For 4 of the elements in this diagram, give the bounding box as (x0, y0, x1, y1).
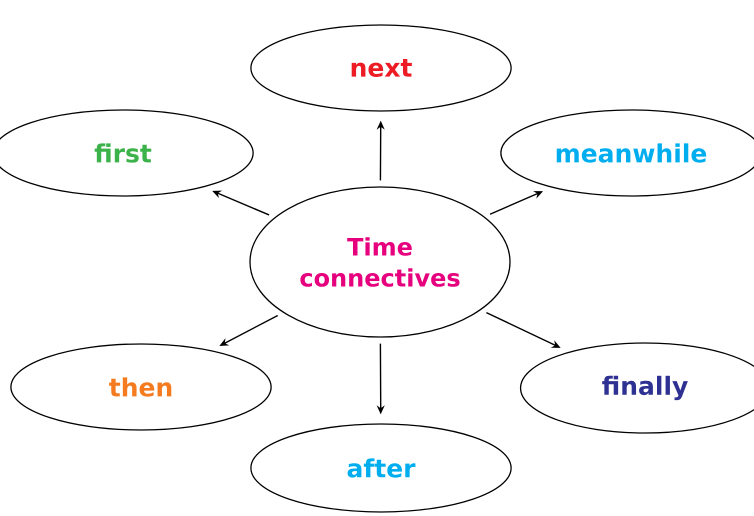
ellipse-node: then (10, 343, 272, 431)
ellipse-node: next (250, 24, 512, 112)
ellipse-node: Time connectives (249, 186, 511, 338)
ellipse-node: after (250, 423, 512, 513)
